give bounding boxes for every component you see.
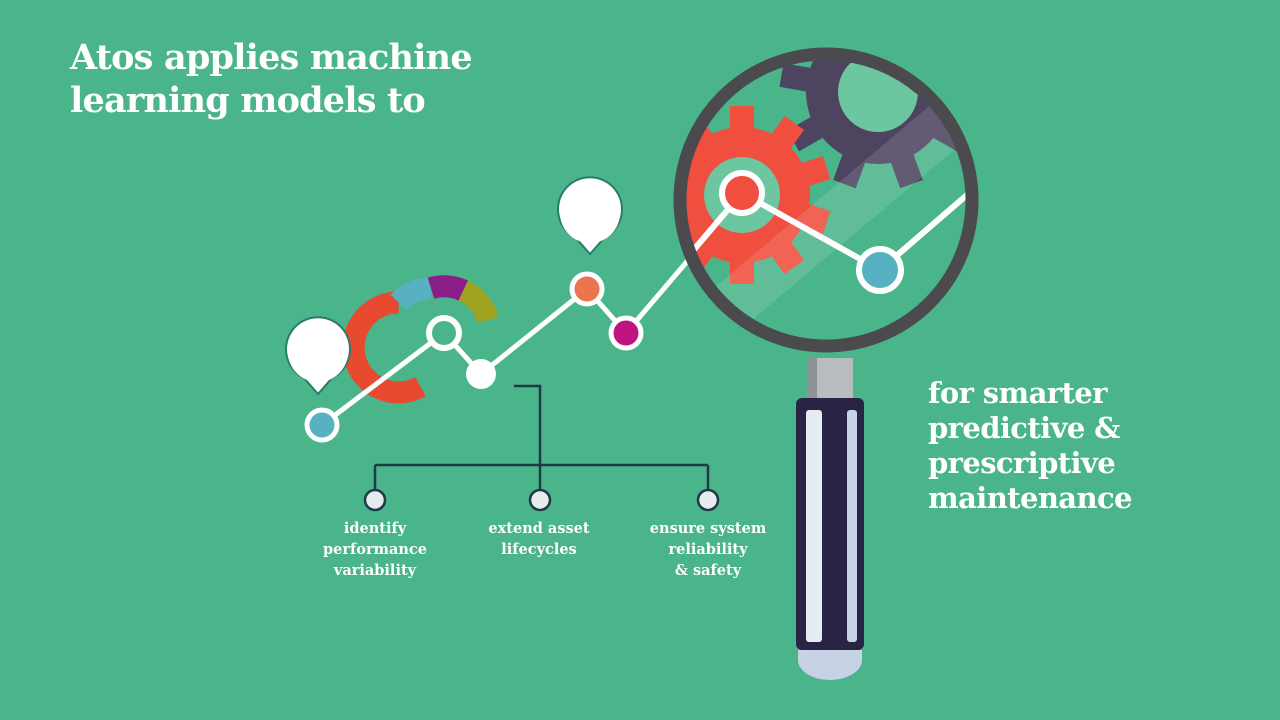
benefit-1-line-1: identify: [343, 520, 407, 537]
trend-node-1: [304, 407, 340, 443]
headline: Atos applies machine learning models to: [70, 36, 490, 122]
benefit-3-line-1: ensure system: [649, 520, 767, 537]
benefit-3-line-2: reliability: [668, 541, 748, 558]
magnifier-lens-rim: [673, 47, 979, 353]
tagline-line-4: maintenance: [928, 481, 1133, 515]
benefit-1-line-2: performance: [323, 541, 427, 558]
benefit-ensure-reliability: ensure system reliability & safety: [628, 518, 788, 581]
benefit-1-line-3: variability: [333, 562, 417, 579]
benefit-node-2: [528, 488, 552, 512]
benefit-identify-variability: identify performance variability: [295, 518, 455, 581]
tagline-line-2: predictive &: [928, 411, 1120, 445]
trend-node-magnified-teal: [856, 246, 904, 294]
donut-segment-teal: [390, 277, 432, 311]
donut-segment-red: [342, 291, 426, 404]
benefit-3-line-3: & safety: [674, 562, 742, 579]
trend-node-3: [466, 359, 496, 389]
trend-line-magnified: [684, 185, 968, 273]
donut-segment-purple: [427, 275, 468, 301]
benefit-2-line-1: extend asset: [488, 520, 590, 537]
benefit-extend-lifecycles: extend asset lifecycles: [459, 518, 619, 560]
trend-node-2: [426, 315, 462, 351]
donut-chart-icon: [342, 275, 499, 404]
tagline-line-1: for smarter: [928, 376, 1107, 410]
benefit-connector-tree: [373, 384, 710, 490]
tagline: for smarter predictive & prescriptive ma…: [928, 376, 1228, 516]
tagline-line-3: prescriptive: [928, 446, 1116, 480]
map-pin-icon: [557, 176, 623, 256]
headline-line-1: Atos applies machine: [70, 37, 473, 78]
headline-line-2: learning models to: [70, 80, 426, 121]
benefit-2-line-2: lifecycles: [501, 541, 577, 558]
trend-node-4: [569, 271, 605, 307]
benefit-node-1: [363, 488, 387, 512]
magnifying-glass-icon: [673, 47, 979, 680]
map-pin-icon: [285, 316, 351, 396]
donut-segment-olive: [458, 280, 499, 324]
trend-node-5: [608, 315, 644, 351]
trend-node-magnified-red: [719, 170, 765, 216]
benefit-node-3: [696, 488, 720, 512]
